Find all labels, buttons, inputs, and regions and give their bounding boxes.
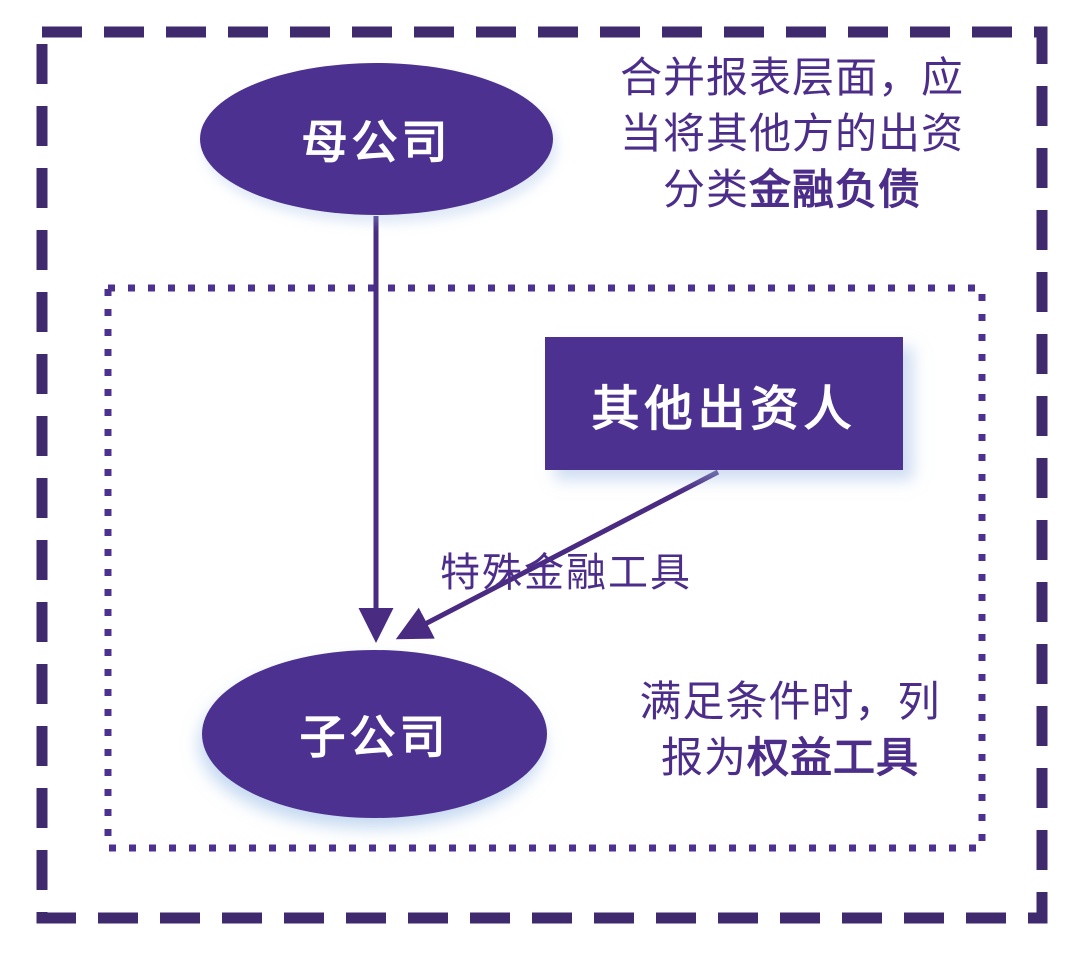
equity-instrument-note: 满足条件时，列 报为权益工具 — [598, 674, 982, 786]
equity-note-line2-prefix: 报为 — [660, 734, 747, 781]
consolidated-note-line1: 合并报表层面，应 — [619, 54, 964, 101]
consolidated-statement-note: 合并报表层面，应 当将其他方的出资 分类金融负债 — [592, 50, 992, 218]
consolidated-note-line3: 分类金融负债 — [592, 162, 992, 218]
consolidated-note-line3-prefix: 分类 — [662, 166, 749, 213]
outer-dashed-border — [36, 26, 1048, 924]
parent-company-node: 母公司 — [200, 63, 553, 215]
equity-note-line2-bold: 权益工具 — [747, 734, 920, 781]
other-investors-node: 其他出资人 — [545, 337, 903, 470]
parent-company-label: 母公司 — [301, 116, 452, 168]
equity-note-line2: 报为权益工具 — [598, 730, 982, 786]
arrow-investors-to-subsidiary — [395, 469, 720, 640]
subsidiary-label: 子公司 — [299, 711, 450, 763]
equity-note-line1: 满足条件时，列 — [639, 678, 941, 725]
special-instrument-edge-label: 特殊金融工具 — [440, 551, 692, 595]
consolidated-note-line2: 当将其他方的出资 — [619, 110, 964, 157]
other-investors-label: 其他出资人 — [591, 382, 857, 436]
consolidated-note-line3-bold: 金融负债 — [749, 166, 922, 213]
subsidiary-node: 子公司 — [202, 650, 547, 818]
